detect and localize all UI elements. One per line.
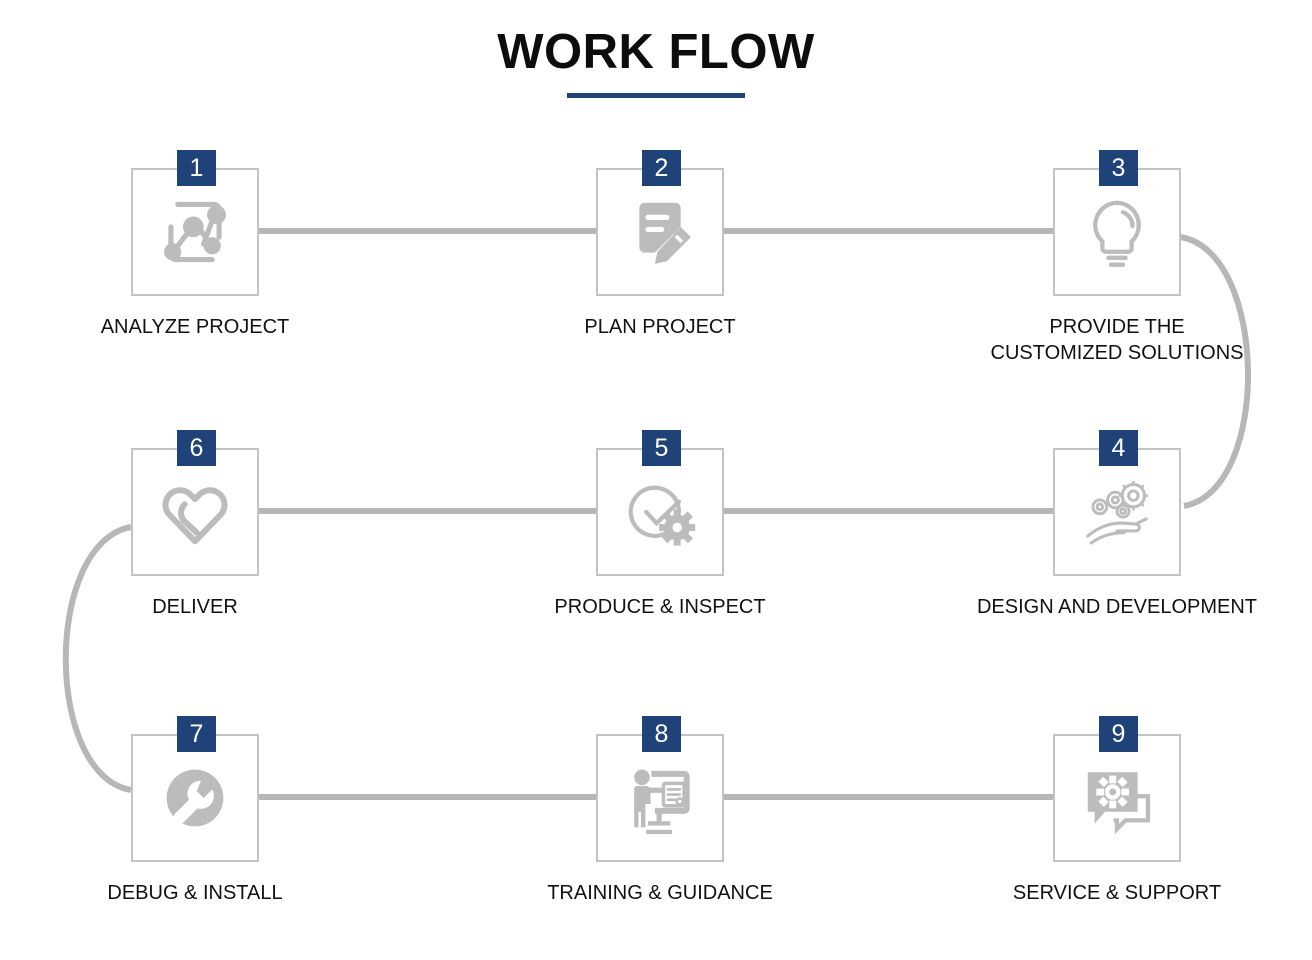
chat-gear-icon (1087, 772, 1151, 835)
title-block: WORK FLOW (0, 28, 1312, 98)
page-title: WORK FLOW (497, 25, 815, 79)
step-box-9: 9 (1053, 716, 1181, 862)
title-underline (567, 93, 745, 98)
step-node-1[interactable]: 1 ANALYZE PROJECT (80, 150, 310, 340)
presenter-board-icon (634, 769, 690, 835)
step-box-6: 6 (131, 430, 259, 576)
wrench-circle-icon (166, 769, 224, 827)
step-node-9[interactable]: 9 SERVICE & SUPPORT (974, 716, 1260, 906)
step-node-2[interactable]: 2 PLAN PROJECT (545, 150, 775, 340)
step-label-6: DELIVER (152, 596, 238, 618)
step-node-3[interactable]: 3 PROVIDE THE CUSTOMIZED SOLUTIONS (974, 150, 1260, 366)
step-box-4: 4 (1053, 430, 1181, 576)
step-number-badge-4: 4 (1099, 430, 1138, 466)
lightbulb-icon (1093, 200, 1141, 267)
step-node-4[interactable]: 4 (974, 430, 1260, 620)
step-number-badge-1: 1 (177, 150, 216, 186)
step-label-1: ANALYZE PROJECT (100, 316, 290, 338)
step-node-8[interactable]: 8 (545, 716, 775, 906)
network-analysis-icon (164, 201, 226, 263)
step-label-3: PROVIDE THE CUSTOMIZED SOLUTIONS (990, 316, 1244, 364)
step-node-5[interactable]: 5 PRODUCE & (545, 430, 775, 620)
step-box-8: 8 (596, 716, 724, 862)
step-number-badge-5: 5 (642, 430, 681, 466)
step-label-8: TRAINING & GUIDANCE (547, 882, 773, 904)
step-number-badge-3: 3 (1099, 150, 1138, 186)
hand-gears-icon (1086, 481, 1148, 545)
step-label-2: PLAN PROJECT (584, 316, 736, 338)
step-box-5: 5 (596, 430, 724, 576)
step-box-2: 2 (596, 150, 724, 296)
step-node-6[interactable]: 6 DELIVER (80, 430, 310, 620)
check-circle-gear-icon (628, 485, 696, 546)
step-number-badge-6: 6 (177, 430, 216, 466)
step-number-badge-8: 8 (642, 716, 681, 752)
document-pencil-icon (639, 202, 691, 264)
step-node-7[interactable]: 7 DEBUG & INSTALL (80, 716, 310, 906)
step-box-1: 1 (131, 150, 259, 296)
step-label-7: DEBUG & INSTALL (107, 882, 283, 904)
step-box-7: 7 (131, 716, 259, 862)
linked-hearts-icon (162, 487, 228, 545)
step-label-5: PRODUCE & INSPECT (554, 596, 766, 618)
step-number-badge-7: 7 (177, 716, 216, 752)
step-label-9: SERVICE & SUPPORT (1012, 882, 1222, 904)
step-number-badge-9: 9 (1099, 716, 1138, 752)
step-box-3: 3 (1053, 150, 1181, 296)
step-number-badge-2: 2 (642, 150, 681, 186)
step-label-4: DESIGN AND DEVELOPMENT (976, 596, 1258, 618)
